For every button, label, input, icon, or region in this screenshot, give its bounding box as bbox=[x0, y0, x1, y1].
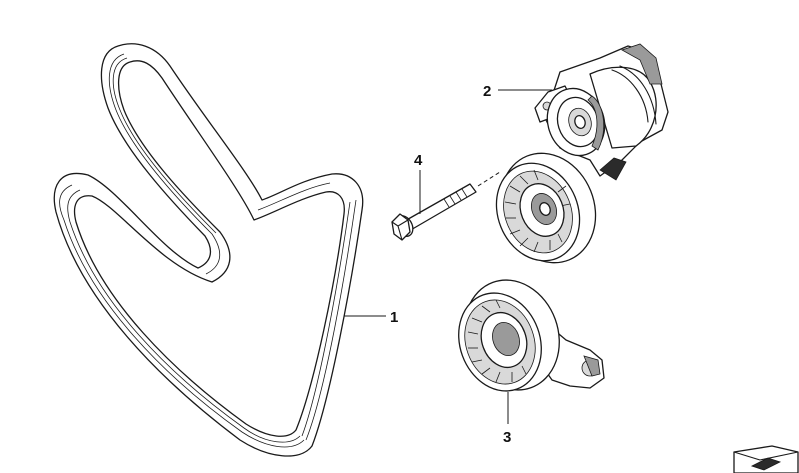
callout-3: 3 bbox=[503, 392, 511, 446]
callout-2: 2 bbox=[483, 83, 552, 100]
callout-1: 1 bbox=[344, 309, 398, 326]
part-block-icon bbox=[733, 445, 799, 473]
callout-4: 4 bbox=[414, 152, 423, 214]
callout-1-label: 1 bbox=[390, 309, 398, 326]
callout-3-label: 3 bbox=[503, 429, 511, 446]
ribbed-belt[interactable] bbox=[53, 43, 364, 457]
callout-4-label: 4 bbox=[414, 152, 423, 169]
idler-pulley[interactable] bbox=[445, 267, 605, 404]
callout-2-label: 2 bbox=[483, 83, 491, 100]
belt-tensioner[interactable] bbox=[534, 43, 669, 181]
tensioner-pulley[interactable] bbox=[482, 139, 611, 277]
bolt[interactable] bbox=[391, 171, 501, 241]
